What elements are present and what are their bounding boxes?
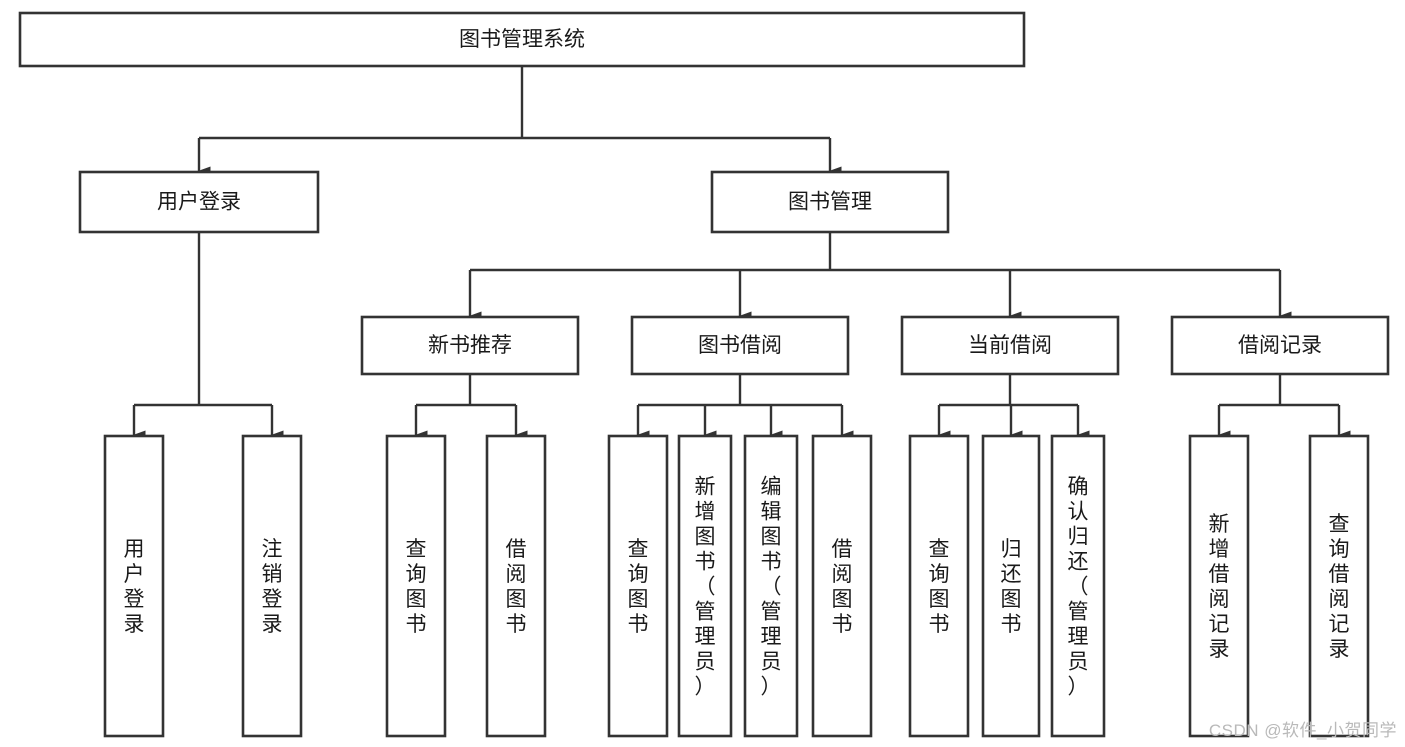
- node-label-new-book-recommend: 新书推荐: [428, 334, 512, 357]
- node-box-leaf-return-book: [981, 434, 1041, 738]
- node-label-leaf-return-book: 归还图书: [1001, 538, 1022, 636]
- node-label-leaf-user-login: 用户登录: [124, 538, 145, 636]
- node-leaf-query-book-3[interactable]: 查询图书: [908, 434, 970, 738]
- node-leaf-logout[interactable]: 注销登录: [241, 434, 303, 738]
- node-leaf-add-book[interactable]: 新增图书（管理员）: [677, 434, 733, 738]
- node-box-borrow-record: [1170, 315, 1390, 376]
- node-box-leaf-edit-book: [743, 434, 799, 738]
- node-box-user-login: [78, 170, 320, 234]
- node-box-leaf-query-book-1: [385, 434, 447, 738]
- node-box-leaf-query-record: [1308, 434, 1370, 738]
- node-leaf-query-book-1[interactable]: 查询图书: [385, 434, 447, 738]
- node-label-book-management: 图书管理: [788, 191, 872, 214]
- node-label-leaf-add-record: 新增借阅记录: [1209, 513, 1230, 661]
- node-label-leaf-query-book-3: 查询图书: [929, 538, 950, 636]
- node-label-current-borrow: 当前借阅: [968, 334, 1052, 357]
- node-label-leaf-query-book-1: 查询图书: [406, 538, 427, 636]
- csdn-watermark: CSDN @软件_小贺同学: [1208, 721, 1397, 740]
- node-leaf-query-record[interactable]: 查询借阅记录: [1308, 434, 1370, 738]
- node-box-new-book-recommend: [360, 315, 580, 376]
- node-label-leaf-borrow-book-1: 借阅图书: [506, 538, 527, 636]
- node-box-book-management: [710, 170, 950, 234]
- node-leaf-return-book[interactable]: 归还图书: [981, 434, 1041, 738]
- node-box-leaf-logout: [241, 434, 303, 738]
- node-leaf-add-record[interactable]: 新增借阅记录: [1188, 434, 1250, 738]
- node-box-leaf-user-login: [103, 434, 165, 738]
- node-box-root: [18, 11, 1026, 68]
- node-box-leaf-query-book-2: [607, 434, 669, 738]
- node-new-book-recommend[interactable]: 新书推荐: [360, 315, 580, 376]
- node-root[interactable]: 图书管理系统: [18, 11, 1026, 68]
- node-box-leaf-add-book: [677, 434, 733, 738]
- node-label-book-borrow: 图书借阅: [698, 334, 782, 357]
- node-label-leaf-add-book: 新增图书（管理员）: [695, 476, 716, 699]
- node-label-leaf-edit-book: 编辑图书（管理员）: [761, 476, 782, 699]
- node-box-leaf-borrow-book-2: [811, 434, 873, 738]
- node-box-leaf-query-book-3: [908, 434, 970, 738]
- node-borrow-record[interactable]: 借阅记录: [1170, 315, 1390, 376]
- node-book-borrow[interactable]: 图书借阅: [630, 315, 850, 376]
- node-box-leaf-add-record: [1188, 434, 1250, 738]
- node-leaf-edit-book[interactable]: 编辑图书（管理员）: [743, 434, 799, 738]
- node-leaf-borrow-book-1[interactable]: 借阅图书: [485, 434, 547, 738]
- node-user-login[interactable]: 用户登录: [78, 170, 320, 234]
- node-box-current-borrow: [900, 315, 1120, 376]
- node-book-management[interactable]: 图书管理: [710, 170, 950, 234]
- node-current-borrow[interactable]: 当前借阅: [900, 315, 1120, 376]
- node-box-leaf-borrow-book-1: [485, 434, 547, 738]
- node-label-leaf-query-record: 查询借阅记录: [1329, 513, 1350, 661]
- node-label-leaf-borrow-book-2: 借阅图书: [832, 538, 853, 636]
- node-label-leaf-query-book-2: 查询图书: [628, 538, 649, 636]
- node-label-borrow-record: 借阅记录: [1238, 334, 1322, 357]
- node-leaf-confirm-return[interactable]: 确认归还（管理员）: [1050, 434, 1106, 738]
- node-leaf-query-book-2[interactable]: 查询图书: [607, 434, 669, 738]
- node-label-leaf-confirm-return: 确认归还（管理员）: [1068, 476, 1089, 699]
- node-label-root: 图书管理系统: [459, 28, 585, 51]
- node-box-book-borrow: [630, 315, 850, 376]
- connector-layer: [132, 66, 1351, 440]
- node-layer: 图书管理系统用户登录图书管理新书推荐图书借阅当前借阅借阅记录用户登录注销登录查询…: [18, 11, 1390, 738]
- node-leaf-borrow-book-2[interactable]: 借阅图书: [811, 434, 873, 738]
- node-label-user-login: 用户登录: [157, 191, 241, 214]
- node-box-leaf-confirm-return: [1050, 434, 1106, 738]
- node-label-leaf-logout: 注销登录: [262, 538, 283, 636]
- node-leaf-user-login[interactable]: 用户登录: [103, 434, 165, 738]
